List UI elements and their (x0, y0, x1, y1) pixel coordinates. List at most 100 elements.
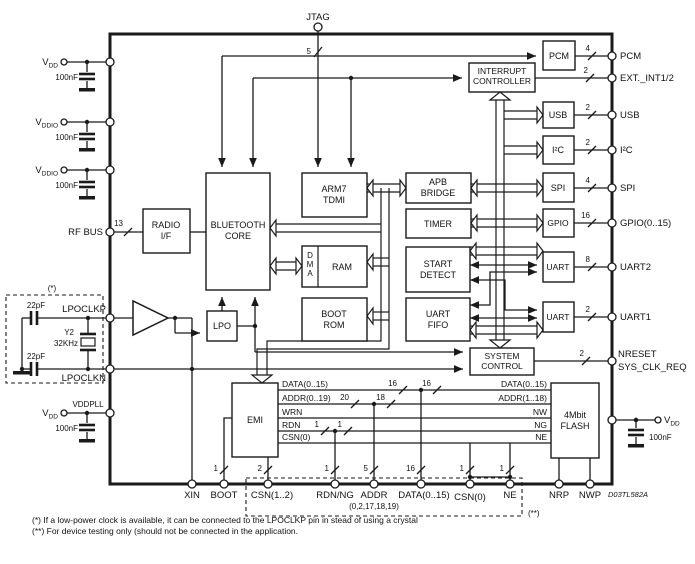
vdd-label-flash: VDD (664, 415, 680, 428)
clock-buffer-symbol (132, 299, 170, 337)
rail-data-left: DATA(0..15) (282, 379, 328, 389)
pin-lpoclkn (105, 364, 115, 374)
lpo-label: LPO (213, 321, 231, 331)
vdd-label-2: VDD (42, 408, 58, 421)
svg-text:1: 1 (325, 464, 330, 473)
svg-text:2: 2 (586, 305, 591, 314)
svg-text:2: 2 (258, 464, 263, 473)
flash-label: 4Mbit (564, 410, 587, 420)
svg-text:16: 16 (406, 464, 415, 473)
timer-label: TIMER (424, 219, 452, 229)
svg-text:16: 16 (422, 379, 431, 388)
block-pcm: PCM (542, 40, 576, 71)
pin-csn12 (263, 479, 273, 489)
ahb-bus (250, 178, 407, 384)
vddio-row-2 (60, 166, 110, 200)
double-star-mark: (**) (528, 509, 540, 518)
cap-label-flash: 100nF (649, 433, 672, 442)
pin-vddio1 (105, 117, 115, 127)
ext-int-pin-label: EXT._INT1/2 (620, 73, 674, 84)
test-pins-dashed-box (245, 477, 523, 517)
interrupt-controller-label: INTERRUPT (478, 66, 527, 76)
lpoclkn-pin-label: LPOCLKN (62, 373, 106, 384)
rdn-ng-pin-label: RDN/NG (316, 490, 353, 501)
uart1-label: UART (547, 312, 570, 322)
radio-if-label: RADIO (152, 220, 181, 230)
block-spi: SPI (542, 172, 575, 203)
pin-vdd-flash (607, 415, 617, 425)
pin-ne (505, 479, 515, 489)
ne-pin-label: NE (503, 490, 516, 501)
cap-label-3: 100nF (55, 181, 78, 190)
svg-text:1: 1 (338, 420, 343, 429)
pin-pcm (607, 51, 617, 61)
vddio-label-1: VDDIO (35, 117, 58, 130)
pin-vddpll (105, 408, 115, 418)
pcm-pin-label: PCM (620, 51, 641, 62)
svg-text:4: 4 (586, 44, 591, 53)
svg-text:1: 1 (214, 464, 219, 473)
apb-bus (469, 91, 544, 349)
block-emi: EMI (231, 382, 279, 458)
pin-boot (219, 479, 229, 489)
star-mark: (*) (48, 284, 57, 293)
spi-label: SPI (551, 183, 566, 193)
xin-pin-label: XIN (184, 490, 200, 501)
data-pin-label: DATA(0..15) (398, 490, 449, 501)
uart2-pin-label: UART2 (620, 262, 651, 273)
sys-clk-req-pin-label: SYS_CLK_REQ (618, 362, 687, 373)
vdd-label-1: VDD (42, 57, 58, 70)
gpio-label: GPIO (547, 218, 569, 228)
boot-rom-label: BOOT (321, 309, 347, 319)
block-usb: USB (542, 101, 575, 129)
block-gpio: GPIO (542, 208, 575, 238)
crystal-circuit (5, 294, 110, 384)
start-detect-label: START (424, 259, 453, 269)
rf-bus-pin-label: RF BUS (68, 227, 103, 238)
signal-wires (110, 31, 655, 484)
addr-pin-sublabel: (0,2,17,18,19) (349, 502, 399, 511)
rail-addr-right: ADDR(1..18) (498, 393, 547, 403)
svg-text:DMA: DMA (307, 251, 314, 278)
svg-text:1: 1 (500, 464, 505, 473)
pin-xin (187, 479, 197, 489)
crystal-freq: 32KHz (54, 339, 78, 348)
vddio-row-1 (60, 118, 110, 152)
csn0-pin-label: CSN(0) (454, 492, 486, 503)
svg-text:2: 2 (584, 66, 589, 75)
pin-nwp (585, 479, 595, 489)
svg-text:2: 2 (586, 103, 591, 112)
nwp-pin-label: NWP (579, 490, 601, 501)
cap-22pf-bottom: 22pF (27, 352, 45, 361)
pin-uart1 (607, 312, 617, 322)
block-i2c: I²C (542, 135, 575, 165)
footnote-1: (*) If a low-power clock is available, i… (32, 515, 418, 525)
i2c-pin-label: I²C (620, 145, 633, 156)
svg-text:2: 2 (586, 138, 591, 147)
svg-text:1: 1 (315, 420, 320, 429)
svg-text:8: 8 (586, 255, 591, 264)
uart2-label: UART (547, 262, 570, 272)
svg-text:1: 1 (460, 464, 465, 473)
cap-label-2: 100nF (55, 133, 78, 142)
usb-label: USB (549, 110, 568, 120)
pin-usb (607, 110, 617, 120)
crystal-dashed-box (5, 294, 104, 384)
dma-label: D (307, 251, 313, 260)
svg-text:18: 18 (376, 393, 385, 402)
junction-dots (172, 75, 639, 480)
uart-fifo-label: UART (426, 309, 451, 319)
